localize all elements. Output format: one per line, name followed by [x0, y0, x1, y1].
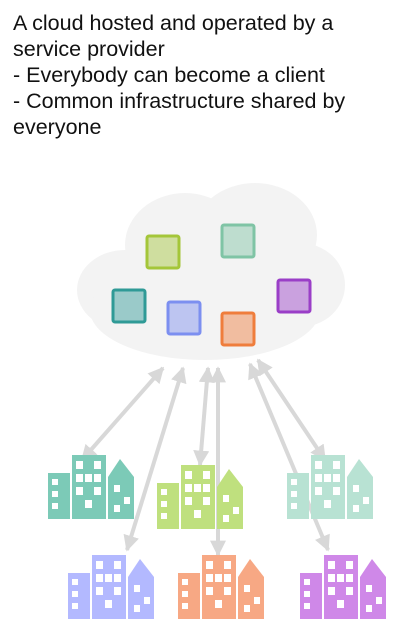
arrow-mint-building — [256, 358, 327, 462]
arrow-lime-building — [193, 366, 215, 467]
cloud-shape — [77, 183, 345, 360]
arrow-periwinkle-building — [123, 366, 187, 552]
resource-square-teal — [111, 288, 147, 324]
resource-square-lime — [145, 234, 181, 270]
resource-square-periwinkle — [166, 300, 202, 336]
building-purple — [300, 555, 386, 619]
building-lime — [157, 465, 243, 529]
description-line-1: A cloud hosted and operated by a — [13, 11, 334, 35]
building-teal — [48, 455, 134, 519]
client-buildings — [48, 455, 386, 619]
building-mint — [287, 455, 373, 519]
building-orange — [178, 555, 264, 619]
description-text: A cloud hosted and operated by a service… — [13, 10, 405, 140]
description-line-5: everyone — [13, 115, 102, 139]
resource-square-purple — [276, 278, 312, 314]
resource-square-orange — [220, 311, 256, 347]
cloud-resources — [111, 223, 312, 347]
description-line-3: - Everybody can become a client — [13, 63, 325, 87]
arrow-teal-building — [80, 366, 165, 462]
building-periwinkle — [68, 555, 154, 619]
description-line-2: service provider — [13, 37, 165, 61]
resource-square-mint — [220, 223, 256, 259]
description-line-4: - Common infrastructure shared by — [13, 89, 346, 113]
